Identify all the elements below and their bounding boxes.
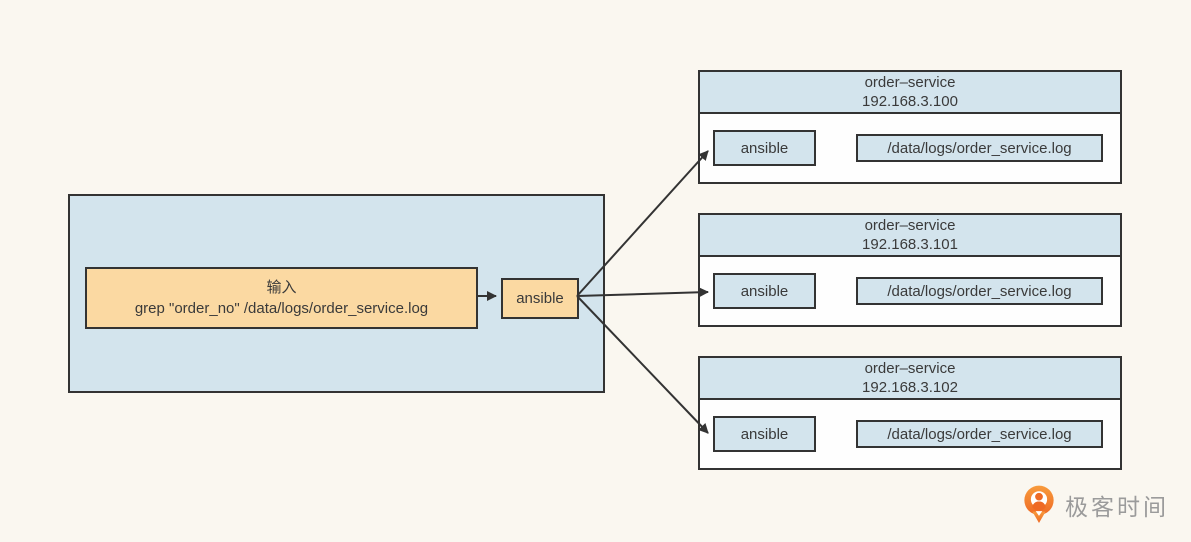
server-3-ansible-agent-box: ansible bbox=[713, 416, 816, 452]
server-3-agent-label: ansible bbox=[740, 425, 789, 443]
geektime-logo-text: 极客时间 bbox=[1065, 494, 1169, 520]
server-1-agent-label: ansible bbox=[740, 139, 789, 157]
server-node-3: order–service 192.168.3.102 ansible /dat… bbox=[698, 356, 1122, 470]
geektime-logo-icon bbox=[1024, 485, 1054, 523]
server-2-log-path-box: /data/logs/order_service.log bbox=[856, 277, 1103, 305]
server-2-log-path: /data/logs/order_service.log bbox=[887, 282, 1072, 300]
server-3-name: order–service bbox=[864, 360, 956, 377]
input-command: grep "order_no" /data/logs/order_service… bbox=[134, 300, 429, 317]
server-3-log-path-box: /data/logs/order_service.log bbox=[856, 420, 1103, 448]
ansible-controller-box: ansible bbox=[501, 278, 579, 319]
server-1-ansible-agent-box: ansible bbox=[713, 130, 816, 166]
server-3-log-path: /data/logs/order_service.log bbox=[887, 425, 1072, 443]
server-2-name: order–service bbox=[864, 217, 956, 234]
input-title: 输入 bbox=[266, 279, 297, 296]
server-1-header: order–service 192.168.3.100 bbox=[700, 72, 1120, 114]
server-1-ip: 192.168.3.100 bbox=[862, 93, 958, 110]
server-1-name: order–service bbox=[864, 74, 956, 91]
server-node-1: order–service 192.168.3.100 ansible /dat… bbox=[698, 70, 1122, 184]
server-node-2: order–service 192.168.3.101 ansible /dat… bbox=[698, 213, 1122, 327]
server-2-agent-label: ansible bbox=[740, 282, 789, 300]
controller-container: 输入 grep "order_no" /data/logs/order_serv… bbox=[68, 194, 605, 393]
server-2-ip: 192.168.3.101 bbox=[862, 236, 958, 253]
server-1-body: ansible /data/logs/order_service.log bbox=[700, 114, 1120, 182]
ansible-controller-label: ansible bbox=[516, 290, 564, 307]
server-2-body: ansible /data/logs/order_service.log bbox=[700, 257, 1120, 325]
server-3-header: order–service 192.168.3.102 bbox=[700, 358, 1120, 400]
server-2-header: order–service 192.168.3.101 bbox=[700, 215, 1120, 257]
server-3-body: ansible /data/logs/order_service.log bbox=[700, 400, 1120, 468]
geektime-logo: 极客时间 bbox=[1022, 483, 1169, 527]
server-2-ansible-agent-box: ansible bbox=[713, 273, 816, 309]
server-1-log-path: /data/logs/order_service.log bbox=[887, 139, 1072, 157]
input-command-box: 输入 grep "order_no" /data/logs/order_serv… bbox=[85, 267, 478, 329]
server-1-log-path-box: /data/logs/order_service.log bbox=[856, 134, 1103, 162]
server-3-ip: 192.168.3.102 bbox=[862, 379, 958, 396]
